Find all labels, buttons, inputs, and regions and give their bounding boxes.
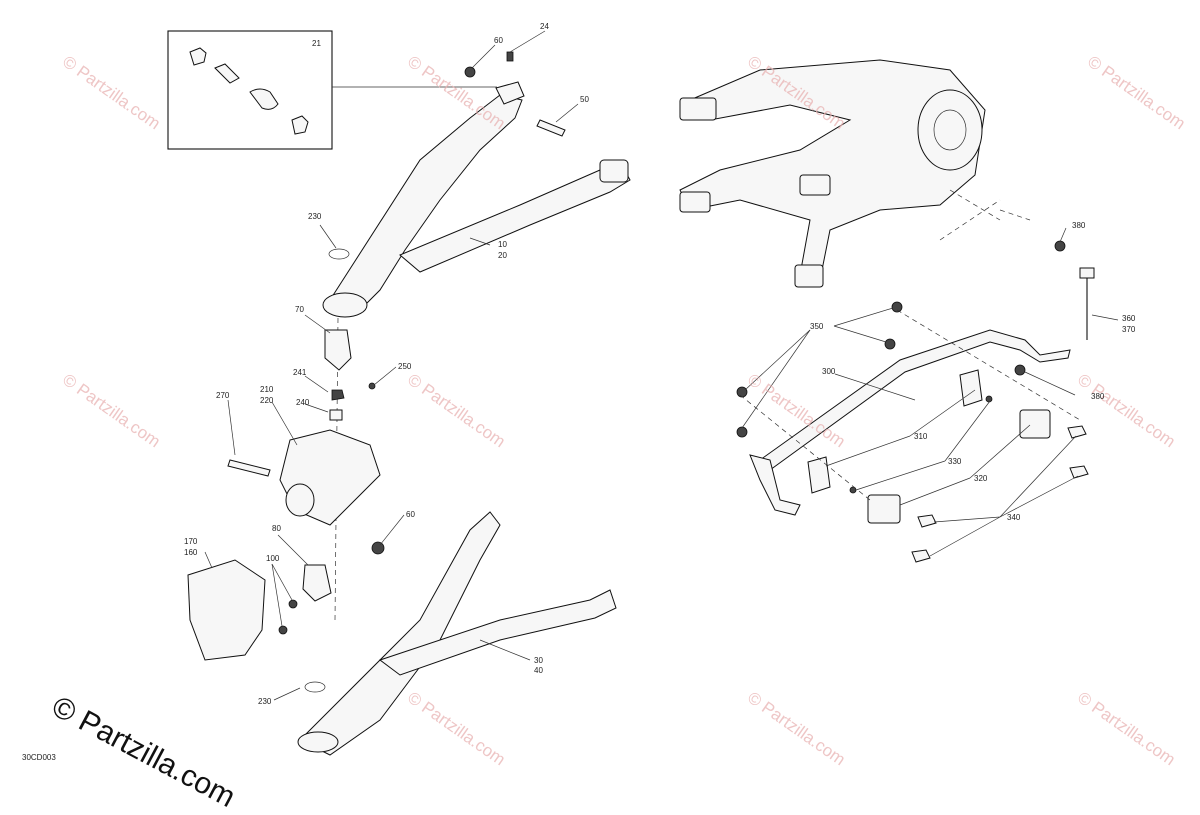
callout-380-upper: 380 (1072, 221, 1086, 230)
bushing-kit-parts (189, 47, 309, 135)
callout-60-upper: 60 (494, 36, 503, 45)
diagram-code: 30CD003 (22, 753, 56, 762)
callout-10: 10 (498, 240, 507, 249)
callout-241: 241 (293, 368, 307, 377)
callout-360: 360 (1122, 314, 1136, 323)
callout-270: 270 (216, 391, 230, 400)
callout-70: 70 (295, 305, 304, 314)
callout-230-upper: 230 (308, 212, 322, 221)
callout-310: 310 (914, 432, 928, 441)
callout-370: 370 (1122, 325, 1136, 334)
callout-30: 30 (534, 656, 543, 665)
callout-300: 300 (822, 367, 836, 376)
callout-230-lower: 230 (258, 697, 272, 706)
upper-a-arm (322, 51, 631, 318)
skid-plate (187, 559, 298, 661)
callout-330: 330 (948, 457, 962, 466)
callout-80: 80 (272, 524, 281, 533)
callout-21: 21 (312, 39, 321, 48)
callout-240: 240 (296, 398, 310, 407)
callout-40: 40 (534, 666, 543, 675)
callout-50: 50 (580, 95, 589, 104)
callout-350: 350 (810, 322, 824, 331)
suspension-diagram (167, 30, 1119, 756)
callout-24: 24 (540, 22, 549, 31)
knuckle-assembly (227, 317, 385, 621)
callout-60-lower: 60 (406, 510, 415, 519)
callout-100: 100 (266, 554, 280, 563)
stabilizer-bar (736, 240, 1095, 563)
callout-250: 250 (398, 362, 412, 371)
inset-box-bushing-kit (167, 30, 497, 150)
callout-340: 340 (1007, 513, 1021, 522)
rear-frame-assembly (679, 59, 1031, 288)
lower-a-arm (297, 511, 617, 756)
callout-380-lower: 380 (1091, 392, 1105, 401)
callout-170: 170 (184, 537, 198, 546)
callout-160: 160 (184, 548, 198, 557)
callout-210: 210 (260, 385, 274, 394)
leader-lines (204, 30, 1119, 701)
callout-320: 320 (974, 474, 988, 483)
callout-220: 220 (260, 396, 274, 405)
callout-20: 20 (498, 251, 507, 260)
